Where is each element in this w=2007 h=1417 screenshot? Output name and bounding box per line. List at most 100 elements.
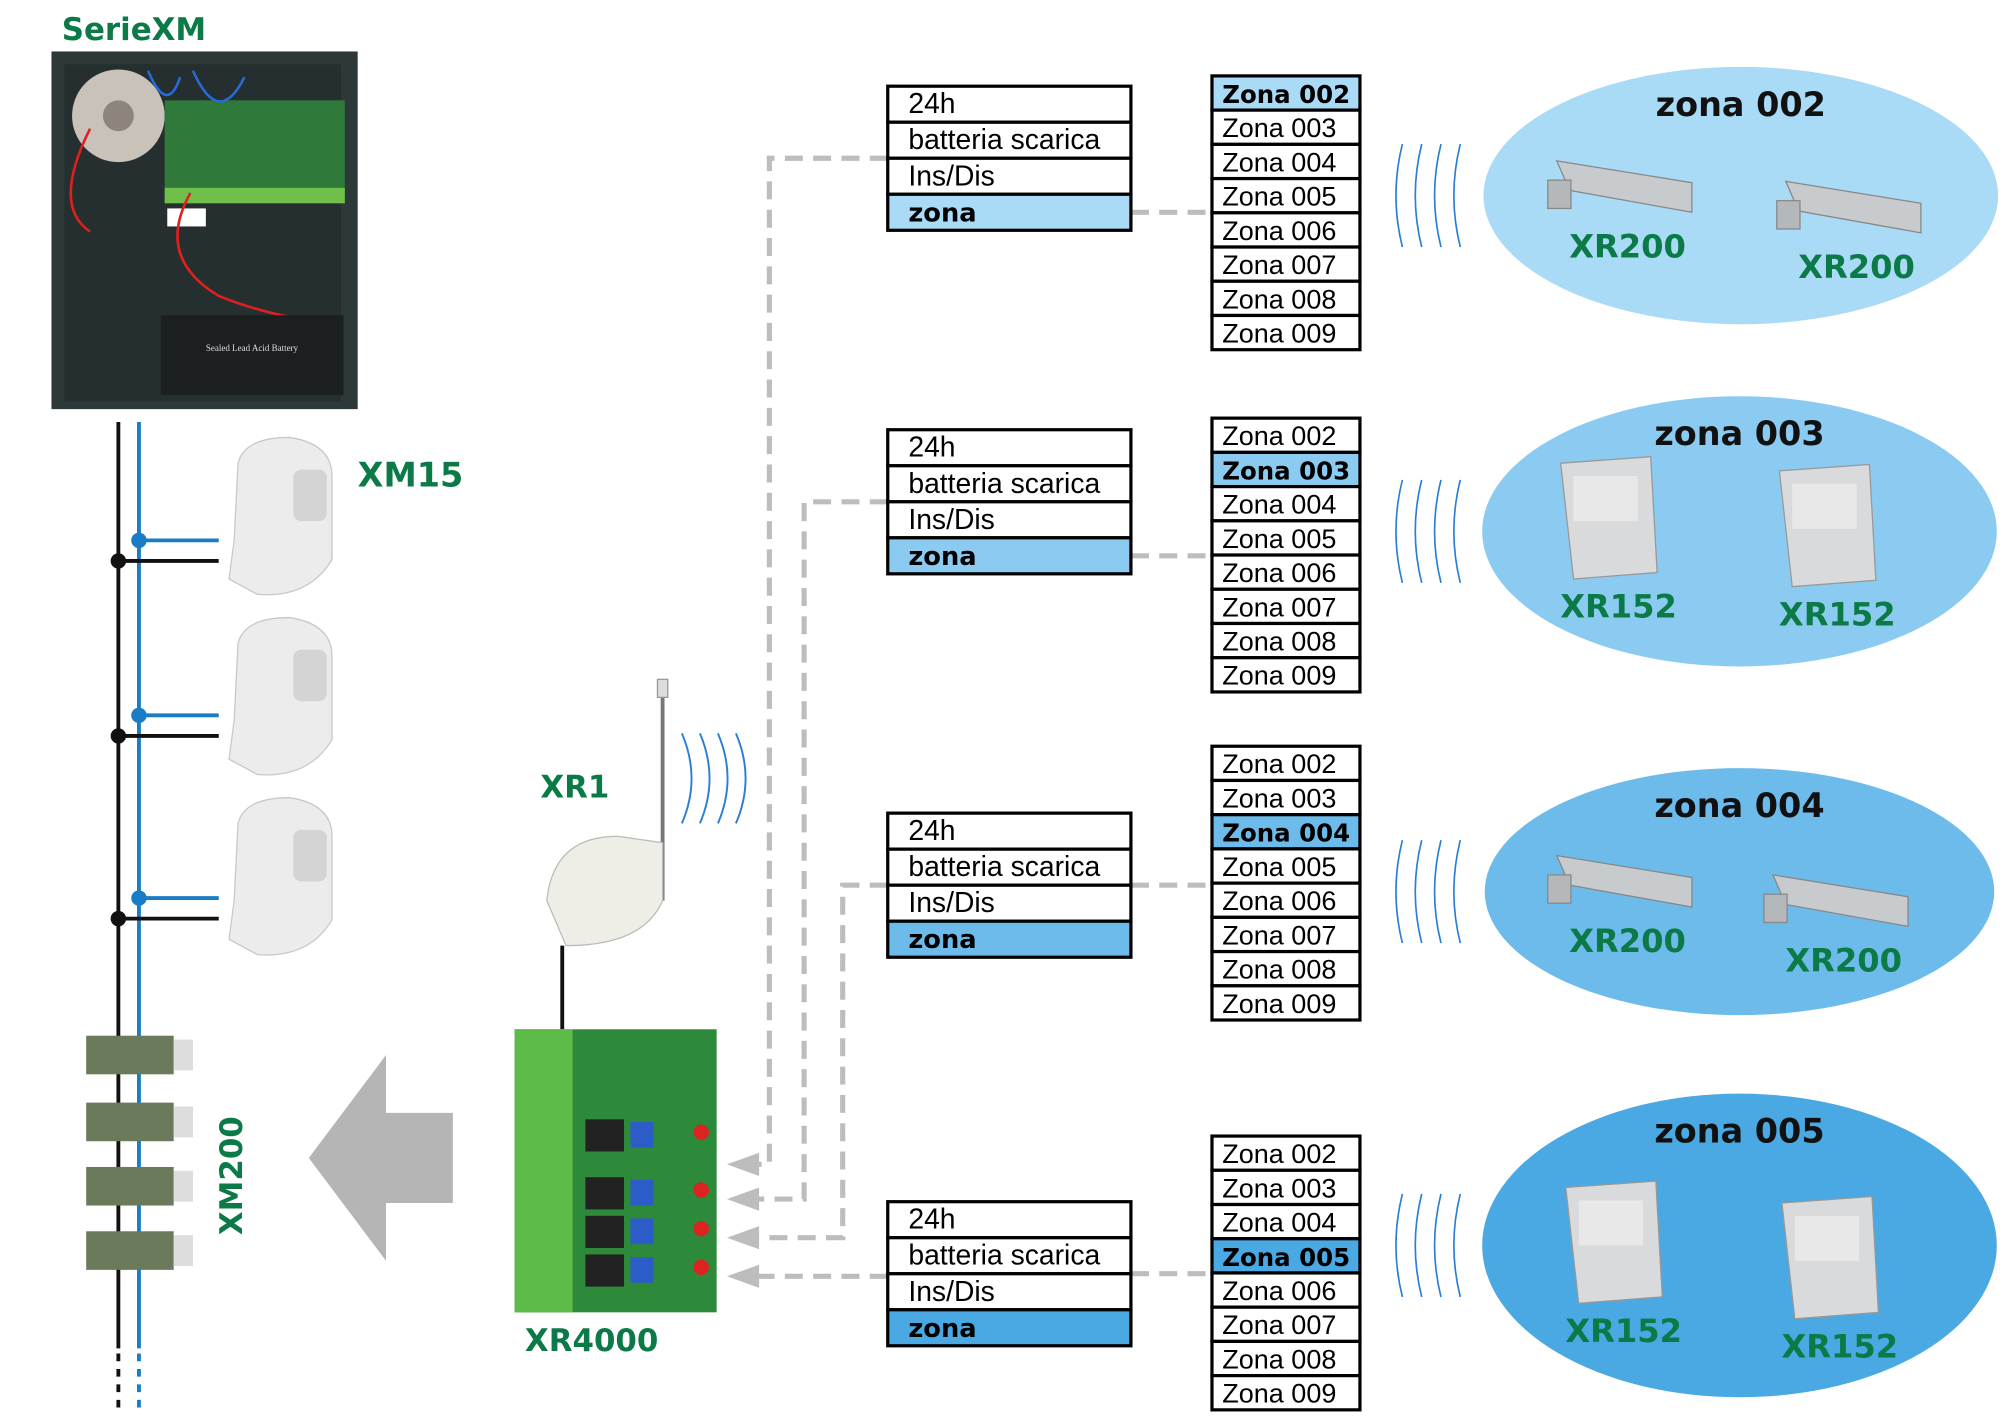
arrow-head-icon — [726, 1152, 760, 1176]
zone-option-label: Zona 002 — [1222, 80, 1350, 109]
menu-item-batteria-scarica[interactable]: batteria scarica — [886, 1236, 1133, 1276]
zone-option[interactable]: Zona 004 — [1210, 813, 1362, 851]
zone-option[interactable]: Zona 003 — [1210, 778, 1362, 817]
xr4000-label: XR4000 — [525, 1323, 658, 1359]
zone-option[interactable]: Zona 005 — [1210, 519, 1362, 557]
menu-item-24h[interactable]: 24h — [886, 811, 1133, 851]
zone-option-label: Zona 008 — [1222, 627, 1336, 657]
menu-item-24h[interactable]: 24h — [886, 428, 1133, 468]
zone-option-label: Zona 002 — [1222, 1139, 1336, 1169]
menu-item-ins-dis[interactable]: Ins/Dis — [886, 1272, 1133, 1312]
zone-option[interactable]: Zona 008 — [1210, 949, 1362, 988]
pir-sensor-device: XR152 — [1778, 463, 1896, 633]
zone-option[interactable]: Zona 007 — [1210, 245, 1362, 283]
menu-item-ins-dis[interactable]: Ins/Dis — [886, 500, 1133, 540]
zone-option[interactable]: Zona 002 — [1210, 1134, 1362, 1172]
zone-option-label: Zona 009 — [1222, 318, 1336, 348]
device-label: XR152 — [1565, 1312, 1682, 1350]
xm15-sensor — [110, 797, 333, 956]
zone-option[interactable]: Zona 003 — [1210, 1168, 1362, 1207]
zone-option-label: Zona 003 — [1222, 113, 1336, 143]
menu-item-batteria-scarica[interactable]: batteria scarica — [886, 847, 1133, 887]
zone-option[interactable]: Zona 006 — [1210, 211, 1362, 249]
radio-waves-icon — [1414, 143, 1423, 248]
zone-option-label: Zona 005 — [1222, 524, 1336, 554]
menu-item-24h[interactable]: 24h — [886, 1200, 1133, 1240]
pir-sensor-device: XR152 — [1781, 1195, 1898, 1365]
zone-option[interactable]: Zona 008 — [1210, 1339, 1362, 1378]
menu-item-zona[interactable]: zona — [886, 192, 1133, 232]
zone-option-label: Zona 004 — [1222, 490, 1336, 520]
panel-title: SerieXM — [62, 12, 206, 48]
zone-option[interactable]: Zona 005 — [1210, 847, 1362, 885]
radio-waves-icon — [1453, 143, 1462, 248]
magnetic-contact-device: XR200 — [1547, 854, 1693, 960]
zone-option-label: Zona 002 — [1222, 749, 1336, 779]
radio-waves-icon — [1433, 839, 1442, 944]
menu-item-label: zona — [908, 925, 976, 955]
zone-option-label: Zona 005 — [1222, 1243, 1350, 1272]
zone-option-label: Zona 009 — [1222, 661, 1336, 691]
zone-option[interactable]: Zona 009 — [1210, 984, 1362, 1022]
zone-option[interactable]: Zona 009 — [1210, 1374, 1362, 1412]
menu-item-24h[interactable]: 24h — [886, 84, 1133, 124]
radio-waves-icon — [1453, 1193, 1462, 1298]
menu-item-zona[interactable]: zona — [886, 536, 1133, 576]
zone-option-label: Zona 004 — [1222, 147, 1336, 177]
zone-option[interactable]: Zona 008 — [1210, 621, 1362, 660]
arrow-head-icon — [726, 1187, 760, 1211]
menu-item-label: Ins/Dis — [908, 1275, 994, 1307]
zone-option[interactable]: Zona 008 — [1210, 279, 1362, 318]
zone-option[interactable]: Zona 009 — [1210, 656, 1362, 694]
zone-option-label: Zona 009 — [1222, 989, 1336, 1019]
menu-item-label: batteria scarica — [908, 850, 1100, 882]
zone-option[interactable]: Zona 004 — [1210, 1202, 1362, 1241]
zone-option[interactable]: Zona 006 — [1210, 1271, 1362, 1309]
zone-option[interactable]: Zona 005 — [1210, 1237, 1362, 1275]
zone-option-label: Zona 006 — [1222, 558, 1336, 588]
zone-option[interactable]: Zona 003 — [1210, 450, 1362, 489]
xr1-label: XR1 — [540, 770, 609, 806]
menu-item-ins-dis[interactable]: Ins/Dis — [886, 883, 1133, 923]
zone-option[interactable]: Zona 004 — [1210, 142, 1362, 181]
radio-waves-icon — [1395, 1193, 1404, 1298]
menu-item-zona[interactable]: zona — [886, 1308, 1133, 1348]
battery-label: Sealed Lead Acid Battery — [206, 343, 299, 353]
menu-item-label: batteria scarica — [908, 123, 1100, 155]
zone-option[interactable]: Zona 005 — [1210, 176, 1362, 215]
xm200-module — [86, 1166, 193, 1206]
zone-option[interactable]: Zona 003 — [1210, 108, 1362, 146]
zone-option[interactable]: Zona 006 — [1210, 553, 1362, 591]
menu-item-ins-dis[interactable]: Ins/Dis — [886, 156, 1133, 196]
zone-option-label: Zona 009 — [1222, 1379, 1336, 1409]
zone-option[interactable]: Zona 007 — [1210, 1305, 1362, 1344]
zone-option[interactable]: Zona 002 — [1210, 416, 1362, 454]
zone-option[interactable]: Zona 004 — [1210, 484, 1362, 523]
zone-option-label: Zona 004 — [1222, 819, 1350, 848]
menu-item-batteria-scarica[interactable]: batteria scarica — [886, 464, 1133, 504]
arrow-head-icon — [726, 1264, 760, 1288]
radio-waves-icon — [1433, 143, 1442, 248]
device-label: XR200 — [1569, 922, 1686, 960]
menu-item-batteria-scarica[interactable]: batteria scarica — [886, 120, 1133, 160]
menu-item-zona[interactable]: zona — [886, 919, 1133, 959]
zone-option[interactable]: Zona 006 — [1210, 881, 1362, 919]
zone-option[interactable]: Zona 002 — [1210, 744, 1362, 783]
zone-option[interactable]: Zona 007 — [1210, 915, 1362, 954]
zone-option[interactable]: Zona 007 — [1210, 587, 1362, 626]
radio-waves-icon — [1433, 1193, 1442, 1298]
zone-option-label: Zona 006 — [1222, 1276, 1336, 1306]
zone-option[interactable]: Zona 009 — [1210, 313, 1362, 352]
radio-waves-icon — [1453, 839, 1462, 944]
zone-option[interactable]: Zona 002 — [1210, 74, 1362, 112]
control-panel-image: Sealed Lead Acid Battery — [51, 51, 358, 410]
